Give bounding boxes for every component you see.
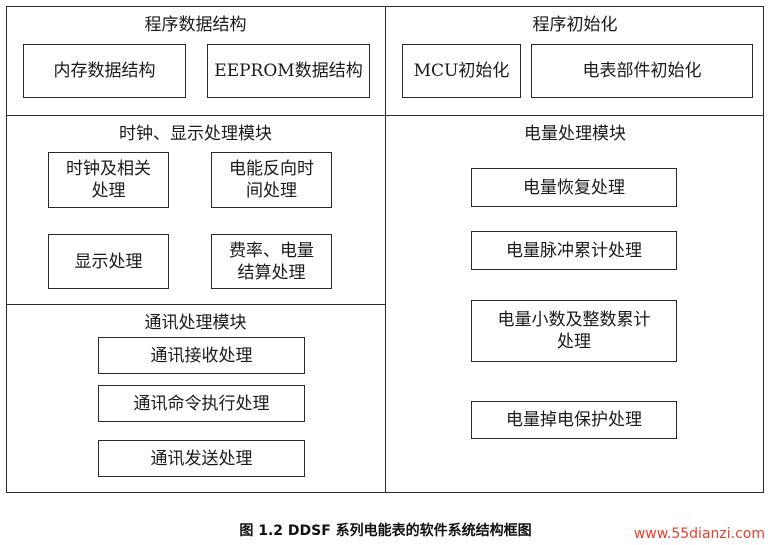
box-energy-pulse-accumulation: 电量脉冲累计处理 (471, 231, 677, 270)
section-title-program-init: 程序初始化 (532, 15, 618, 35)
figure-caption: 图 1.2 DDSF 系列电能表的软件系统结构框图 (239, 523, 532, 539)
center-divider (385, 6, 386, 493)
section-title-communication: 通讯处理模块 (144, 313, 247, 333)
box-energy-recovery: 电量恢复处理 (471, 168, 677, 207)
box-energy-fraction-integer-accumulation: 电量小数及整数累计 处理 (471, 300, 677, 362)
box-meter-component-init: 电表部件初始化 (531, 44, 753, 98)
box-mcu-init: MCU初始化 (402, 44, 521, 98)
top-row-divider (6, 115, 764, 116)
box-reverse-energy-time-processing: 电能反向时 间处理 (211, 152, 332, 208)
box-tariff-settlement-processing: 费率、电量 结算处理 (211, 234, 332, 289)
box-energy-power-loss-protection: 电量掉电保护处理 (471, 401, 677, 439)
box-display-processing: 显示处理 (48, 234, 169, 289)
box-comm-receive: 通讯接收处理 (98, 337, 305, 374)
box-comm-command-execute: 通讯命令执行处理 (98, 385, 305, 422)
box-comm-send: 通讯发送处理 (98, 440, 305, 477)
section-title-energy: 电量处理模块 (524, 124, 626, 144)
section-title-program-data-structure: 程序数据结构 (144, 15, 247, 35)
box-memory-data-structure: 内存数据结构 (23, 44, 186, 98)
left-middle-divider (6, 304, 385, 305)
watermark: www.55dianzi.com (633, 526, 765, 542)
box-eeprom-data-structure: EEPROM数据结构 (207, 44, 370, 98)
box-clock-related-processing: 时钟及相关 处理 (48, 152, 169, 208)
section-title-clock-display: 时钟、显示处理模块 (119, 124, 272, 144)
